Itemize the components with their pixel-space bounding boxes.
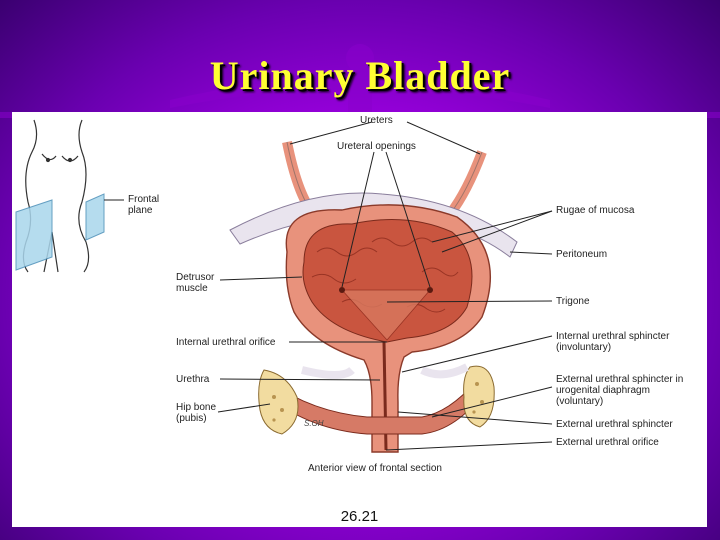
artist-initials: S.OH bbox=[304, 419, 324, 428]
mucosa-shape bbox=[302, 219, 473, 343]
label-hip-bone: Hip bone (pubis) bbox=[176, 402, 217, 424]
figure-number: 26.21 bbox=[340, 508, 379, 525]
frontal-plane-shape bbox=[15, 199, 53, 271]
label-peritoneum: Peritoneum bbox=[556, 249, 608, 260]
label-internal-sphincter: Internal urethral sphincter (involuntary… bbox=[556, 331, 670, 353]
hip-bone-right-shape bbox=[463, 365, 495, 428]
label-internal-orifice: Internal urethral orifice bbox=[176, 337, 276, 348]
label-external-sphincter: External urethral sphincter bbox=[556, 419, 673, 430]
bladder-illustration bbox=[15, 119, 553, 453]
label-urethra: Urethra bbox=[176, 374, 210, 385]
label-ureteral-openings: Ureteral openings bbox=[337, 141, 416, 152]
label-external-sphincter-diaphragm: External urethral sphincter in urogenita… bbox=[556, 374, 684, 407]
label-ureters: Ureters bbox=[360, 115, 393, 126]
label-frontal-plane: Frontal plane bbox=[128, 194, 160, 216]
label-trigone: Trigone bbox=[556, 296, 590, 307]
figure-caption: Anterior view of frontal section bbox=[308, 463, 442, 474]
figure-panel: Frontal plane Ureters Ureteral openings … bbox=[12, 112, 707, 527]
slide-title: Urinary Bladder bbox=[209, 53, 511, 98]
hip-bone-left-shape bbox=[258, 369, 299, 435]
label-rugae: Rugae of mucosa bbox=[556, 205, 635, 216]
label-detrusor: Detrusor muscle bbox=[176, 272, 215, 294]
label-external-orifice: External urethral orifice bbox=[556, 437, 659, 448]
